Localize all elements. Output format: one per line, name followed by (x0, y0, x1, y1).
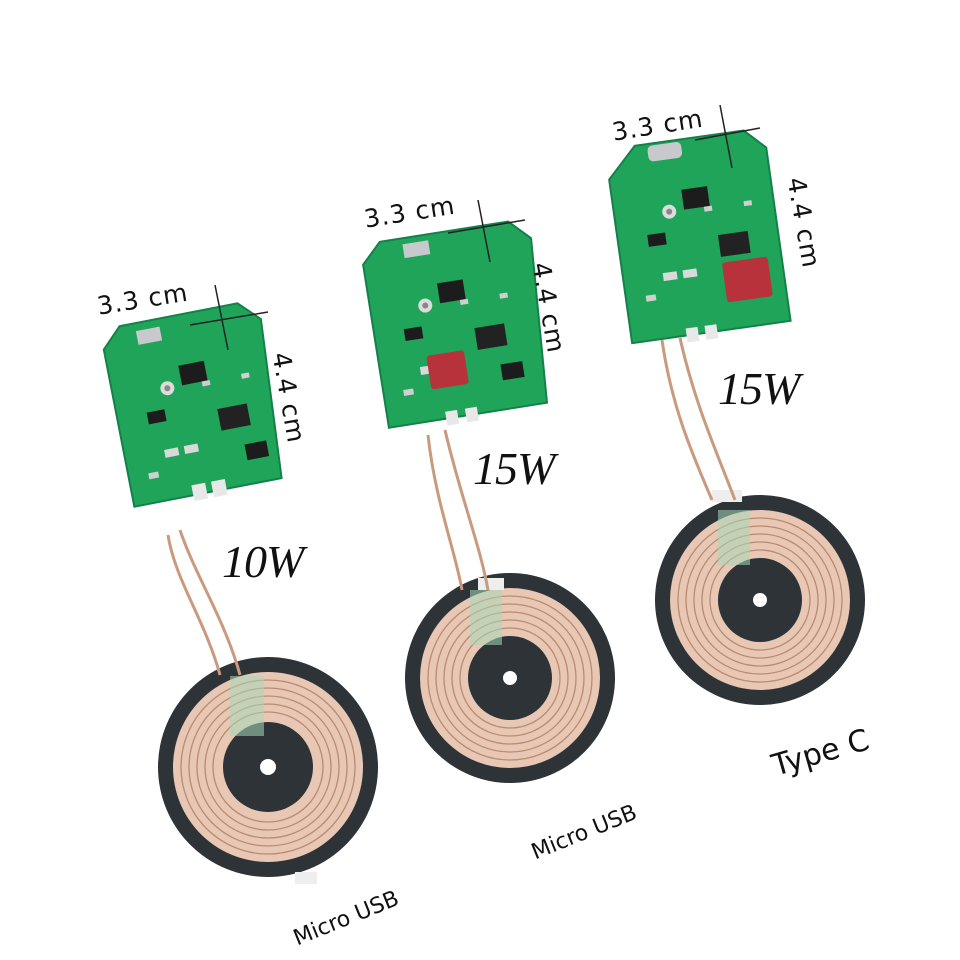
pcb-15w-micro-usb (362, 220, 549, 429)
dimension-lines-15w-type-c (694, 104, 761, 169)
coil-15w-type-c (655, 490, 865, 705)
product-15w-micro-usb (362, 199, 615, 783)
dimension-lines-15w-micro-usb (447, 199, 526, 263)
power-label-15w-micro-usb: 15W (473, 443, 555, 494)
product-15w-type-c (608, 104, 865, 705)
coil-15w-micro-usb (405, 573, 615, 783)
power-label-10w: 10W (222, 536, 304, 587)
coil-10w (158, 657, 378, 884)
pcb-10w (102, 302, 283, 508)
lead-wires-15w-type-c (660, 337, 737, 501)
lead-wires-10w (166, 529, 242, 676)
power-label-15w-type-c: 15W (718, 363, 800, 414)
lead-wires-15w-micro-usb (426, 429, 490, 591)
product-10w (102, 284, 378, 884)
pcb-15w-type-c (608, 129, 792, 345)
dimension-lines-10w (189, 284, 269, 351)
